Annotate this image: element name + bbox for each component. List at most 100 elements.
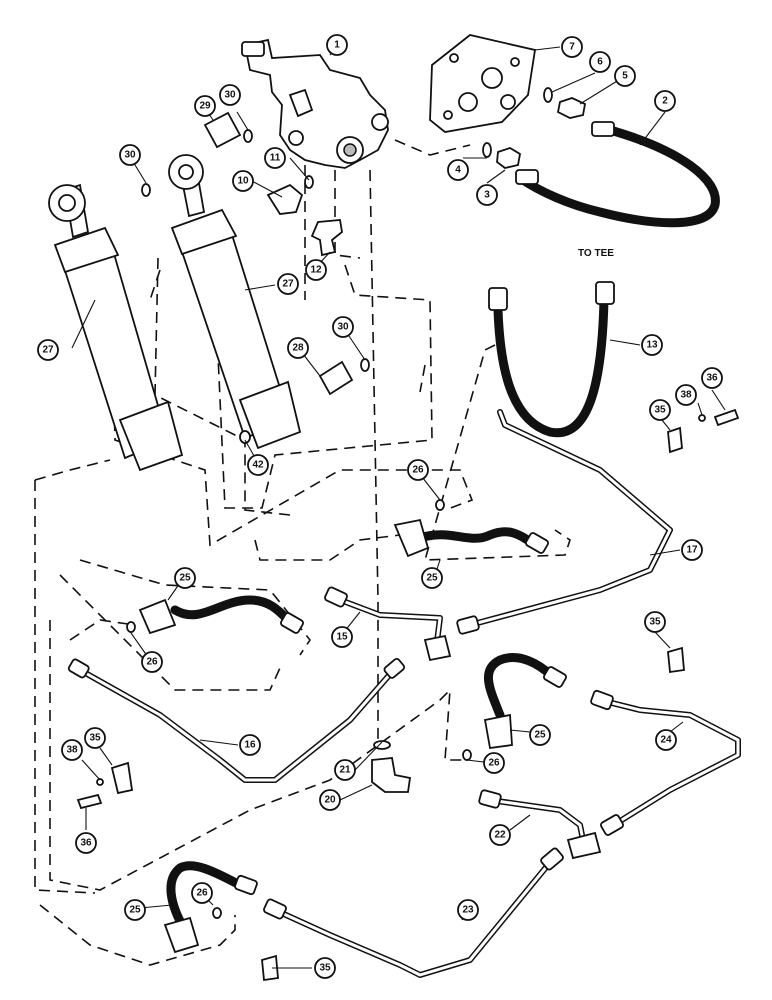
svg-text:20: 20 [324, 795, 336, 806]
svg-text:38: 38 [680, 390, 692, 401]
callout-25-left: 25 [174, 567, 196, 589]
svg-text:4: 4 [455, 165, 461, 176]
svg-text:28: 28 [292, 343, 304, 354]
hose-25-left [138, 595, 304, 635]
callout-17: 17 [681, 539, 703, 561]
callout-30-top: 30 [219, 84, 241, 106]
svg-text:26: 26 [146, 657, 158, 668]
svg-text:29: 29 [199, 101, 211, 112]
svg-text:6: 6 [597, 57, 603, 68]
callout-7: 7 [561, 36, 583, 58]
svg-text:13: 13 [646, 340, 658, 351]
hose-13 [488, 281, 615, 438]
elbow-20 [371, 740, 412, 793]
pins [203, 111, 354, 396]
callout-24: 24 [655, 729, 677, 751]
callout-3: 3 [476, 184, 498, 206]
callout-6: 6 [589, 51, 611, 73]
svg-text:22: 22 [494, 830, 506, 841]
hose-2 [515, 121, 720, 228]
fittings-upper [482, 87, 587, 169]
svg-text:3: 3 [484, 190, 490, 201]
svg-text:36: 36 [80, 838, 92, 849]
svg-text:1: 1 [334, 40, 340, 51]
callout-27-right: 27 [277, 273, 299, 295]
tube-16 [67, 657, 406, 783]
svg-text:27: 27 [282, 279, 294, 290]
tube-23 [263, 847, 564, 978]
callout-25-right: 25 [529, 724, 551, 746]
svg-text:35: 35 [89, 733, 101, 744]
tube-15 [324, 586, 452, 662]
tube-17 [456, 409, 673, 635]
callout-30-left: 30 [119, 144, 141, 166]
svg-text:26: 26 [488, 758, 500, 769]
svg-text:25: 25 [534, 730, 546, 741]
callout-29: 29 [194, 95, 216, 117]
svg-text:10: 10 [237, 176, 249, 187]
svg-text:30: 30 [224, 90, 236, 101]
svg-text:35: 35 [319, 963, 331, 974]
callout-15: 15 [331, 626, 353, 648]
leader-lines [71, 44, 726, 969]
clamps-and-screws [76, 408, 740, 982]
callout-10: 10 [232, 170, 254, 192]
callout-26-left: 26 [141, 651, 163, 673]
fittings-10-12 [266, 183, 343, 257]
callout-12: 12 [305, 259, 327, 281]
svg-text:21: 21 [339, 765, 351, 776]
callout-5: 5 [614, 65, 636, 87]
callout-26-bottom: 26 [191, 882, 213, 904]
svg-text:24: 24 [660, 735, 672, 746]
cylinder-right [168, 154, 302, 450]
callout-13: 13 [641, 334, 663, 356]
callout-26-right: 26 [483, 752, 505, 774]
svg-text:26: 26 [412, 465, 424, 476]
svg-text:35: 35 [654, 405, 666, 416]
hose-25-right [483, 653, 567, 750]
callout-35-middle: 35 [644, 611, 666, 633]
callout-28: 28 [287, 337, 309, 359]
svg-text:27: 27 [42, 345, 54, 356]
callout-22: 22 [489, 824, 511, 846]
dashed-guide-lines [34, 139, 571, 966]
callout-1: 1 [326, 34, 348, 56]
cylinder-left [48, 183, 184, 472]
callout-20: 20 [319, 789, 341, 811]
svg-text:23: 23 [462, 905, 474, 916]
callout-38-lower: 38 [61, 739, 83, 761]
svg-text:25: 25 [179, 573, 191, 584]
hose-25-middle [393, 518, 549, 558]
rings [141, 129, 370, 444]
callout-25-middle: 25 [421, 567, 443, 589]
to-tee-note: TO TEE [578, 248, 614, 259]
cover-plate [429, 34, 537, 133]
svg-text:25: 25 [129, 905, 141, 916]
svg-text:38: 38 [66, 745, 78, 756]
callout-38-upper: 38 [675, 384, 697, 406]
callout-35-bottom: 35 [314, 957, 336, 979]
callout-21: 21 [334, 759, 356, 781]
svg-text:30: 30 [124, 150, 136, 161]
callout-2: 2 [654, 90, 676, 112]
svg-text:5: 5 [622, 71, 628, 82]
callout-27-left: 27 [37, 339, 59, 361]
callout-30-pin: 30 [332, 316, 354, 338]
svg-text:2: 2 [662, 96, 668, 107]
tube-22 [478, 789, 602, 860]
svg-text:35: 35 [649, 617, 661, 628]
svg-text:36: 36 [706, 373, 718, 384]
callout-4: 4 [447, 159, 469, 181]
control-valve-body [241, 38, 389, 169]
callout-36-lower: 36 [75, 832, 97, 854]
svg-text:16: 16 [244, 740, 256, 751]
svg-text:12: 12 [310, 265, 322, 276]
callout-11: 11 [264, 147, 286, 169]
svg-text:30: 30 [337, 322, 349, 333]
callout-25-bottom: 25 [124, 899, 146, 921]
svg-text:7: 7 [569, 42, 575, 53]
svg-text:11: 11 [270, 153, 281, 164]
tube-24 [590, 689, 741, 836]
callout-16: 16 [239, 734, 261, 756]
